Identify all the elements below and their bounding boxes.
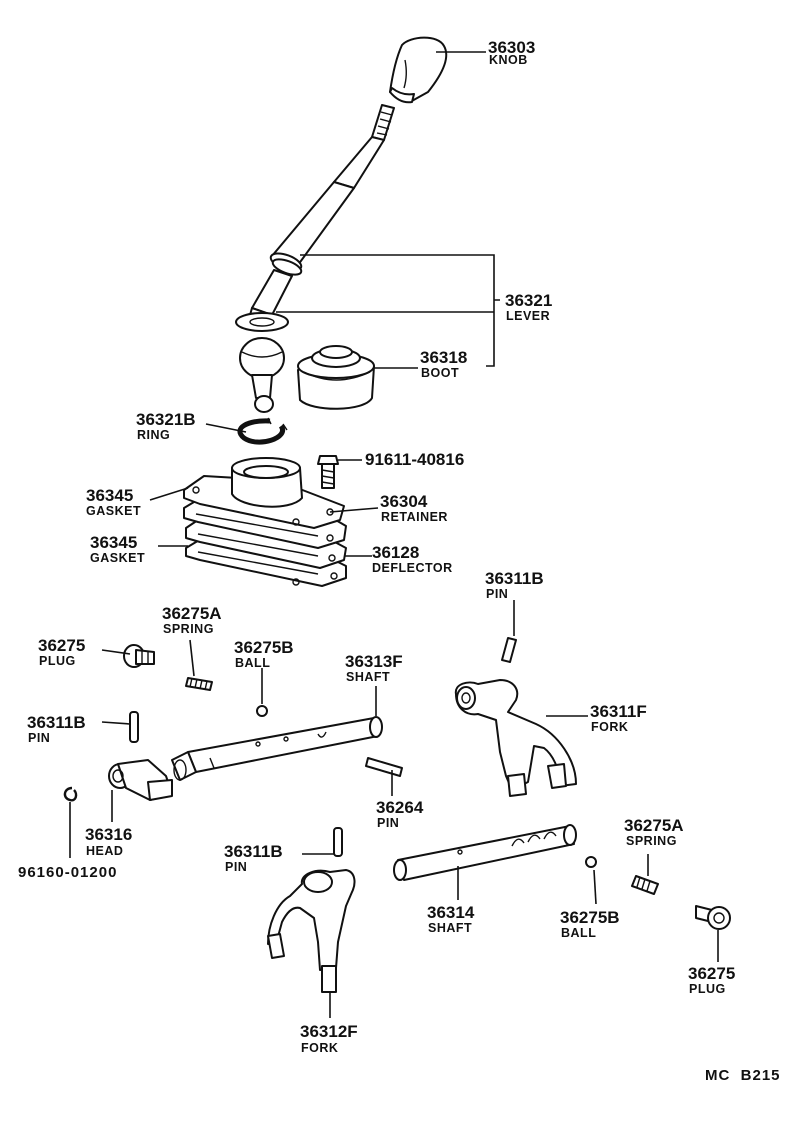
plug-right-number: 36275 [688, 964, 735, 983]
bolt-number: 91611-40816 [365, 450, 464, 469]
shaft-36314-number: 36314 [427, 903, 475, 922]
shaft-36313f-name: SHAFT [346, 670, 390, 684]
fork-36312f-part [267, 869, 356, 993]
pin-lower-name: PIN [225, 860, 247, 874]
leader-lines [69, 51, 719, 1018]
pin-36264-name: PIN [377, 816, 399, 830]
fork-36312f-number: 36312F [300, 1022, 358, 1041]
pin-left-number: 36311B [27, 713, 86, 732]
callout-plug-right: 36275 PLUG [688, 964, 735, 996]
ball-right-name: BALL [561, 926, 596, 940]
callout-fork-36311f: 36311F FORK [590, 702, 647, 734]
boot-part [297, 345, 375, 410]
spring-left-part [185, 677, 213, 691]
ring-number: 36321B [136, 410, 196, 429]
pin-lower-part [333, 827, 343, 857]
spring-right-name: SPRING [626, 834, 677, 848]
callout-spring-left: 36275A SPRING [162, 604, 222, 636]
gasket-upper-number: 36345 [86, 486, 133, 505]
callout-spring-right: 36275A SPRING [624, 816, 684, 848]
pin-upper-right-name: PIN [486, 587, 508, 601]
spring-left-name: SPRING [163, 622, 214, 636]
snap-ring-part [63, 786, 78, 802]
retainer-number: 36304 [380, 492, 428, 511]
gasket-lower-number: 36345 [90, 533, 137, 552]
callout-shaft-36314: 36314 SHAFT [427, 903, 475, 935]
shaft-36314-part [393, 824, 577, 881]
retainer-name: RETAINER [381, 510, 448, 524]
head-number: 36316 [85, 825, 132, 844]
ring-part [237, 417, 288, 445]
spring-left-number: 36275A [162, 604, 222, 623]
knob-name: KNOB [489, 53, 528, 67]
knob-part [389, 36, 447, 104]
head-name: HEAD [86, 844, 123, 858]
pin-lower-number: 36311B [224, 842, 283, 861]
ball-right-number: 36275B [560, 908, 620, 927]
callout-pin-upper-right: 36311B PIN [485, 569, 544, 601]
deflector-number: 36128 [372, 543, 419, 562]
fork-36311f-name: FORK [591, 720, 628, 734]
lever-part [235, 104, 395, 413]
callout-boot: 36318 BOOT [420, 348, 467, 380]
callout-pin-left: 36311B PIN [27, 713, 86, 745]
pin-left-part [129, 711, 139, 743]
plug-left-number: 36275 [38, 636, 85, 655]
lever-bracket-line [276, 254, 500, 367]
ball-left-part [256, 705, 268, 717]
ball-left-name: BALL [235, 656, 270, 670]
pin-upper-right-number: 36311B [485, 569, 544, 588]
fork-36312f-name: FORK [301, 1041, 338, 1055]
lever-name: LEVER [506, 309, 550, 323]
knob-number: 36303 [488, 38, 535, 57]
spring-right-number: 36275A [624, 816, 684, 835]
fork-36311f-number: 36311F [590, 702, 647, 721]
pin-left-name: PIN [28, 731, 50, 745]
pin-upper-right-part [501, 637, 517, 663]
plug-right-name: PLUG [689, 982, 726, 996]
callout-ring: 36321B RING [136, 410, 196, 442]
callout-retainer: 36304 RETAINER [380, 492, 448, 524]
pin-36264-part [365, 757, 403, 777]
diagram-code: MC B215 [705, 1067, 781, 1084]
callout-snap-ring: 96160-01200 [18, 864, 117, 881]
plug-right-part [695, 905, 731, 930]
callout-fork-36312f: 36312F FORK [300, 1022, 358, 1055]
callout-ball-left: 36275B BALL [234, 638, 294, 670]
retainer-part [183, 457, 345, 529]
callout-plug-left: 36275 PLUG [38, 636, 85, 668]
callout-shaft-36313f: 36313F SHAFT [345, 652, 403, 684]
deflector-name: DEFLECTOR [372, 561, 453, 575]
ball-left-number: 36275B [234, 638, 294, 657]
pin-36264-number: 36264 [376, 798, 424, 817]
shaft-36313f-part [171, 716, 383, 781]
shaft-36313f-number: 36313F [345, 652, 403, 671]
callout-ball-right: 36275B BALL [560, 908, 620, 940]
head-part [108, 759, 173, 801]
callout-knob: 36303 KNOB [488, 38, 535, 67]
callout-pin-lower: 36311B PIN [224, 842, 283, 874]
fork-36311f-part [454, 679, 577, 797]
boot-name: BOOT [421, 366, 459, 380]
callout-pin-36264: 36264 PIN [376, 798, 424, 830]
ring-name: RING [137, 428, 170, 442]
spring-right-part [631, 875, 659, 895]
shaft-36314-name: SHAFT [428, 921, 472, 935]
gasket-upper-name: GASKET [86, 504, 141, 518]
callout-bolt: 91611-40816 [365, 450, 464, 469]
snap-ring-number: 96160-01200 [18, 864, 117, 881]
lever-number: 36321 [505, 291, 552, 310]
bolt-part [317, 455, 339, 489]
boot-number: 36318 [420, 348, 467, 367]
plug-left-name: PLUG [39, 654, 76, 668]
callout-head: 36316 HEAD [85, 825, 132, 858]
callout-gasket-upper: 36345 GASKET [86, 486, 141, 518]
plug-left-part [123, 644, 155, 668]
callout-lever: 36321 LEVER [505, 291, 552, 323]
callout-gasket-lower: 36345 GASKET [90, 533, 145, 565]
callout-deflector: 36128 DEFLECTOR [372, 543, 453, 575]
ball-right-part [585, 856, 597, 868]
gasket-lower-name: GASKET [90, 551, 145, 565]
